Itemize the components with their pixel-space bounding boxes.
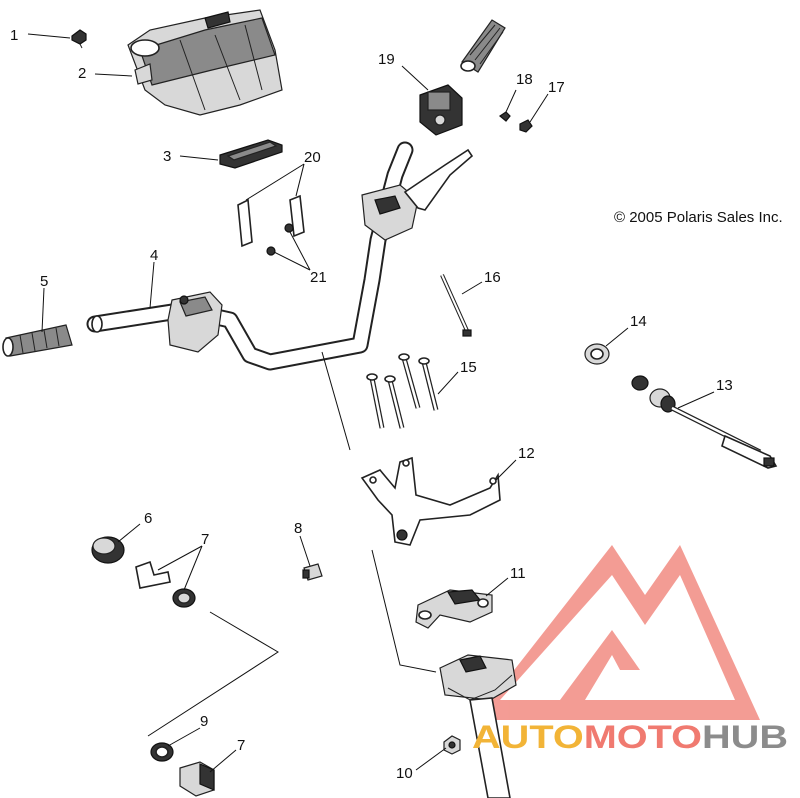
- part-steering-post: [439, 654, 517, 798]
- part-6-cap: [91, 536, 125, 564]
- callout-1: 1: [10, 27, 18, 44]
- part-8-bolt: [302, 563, 323, 581]
- watermark-word-auto: AUTO: [472, 719, 584, 755]
- watermark-word-moto: MOTO: [584, 719, 702, 755]
- part-7-lower-switch: [179, 761, 215, 797]
- callout-5: 5: [40, 273, 48, 290]
- watermark-logo: [475, 545, 760, 720]
- callout-9: 9: [200, 713, 208, 730]
- copyright-text: © 2005 Polaris Sales Inc.: [614, 209, 783, 226]
- callout-leaders: [27, 33, 715, 773]
- callout-8: 8: [294, 520, 302, 537]
- watermark-inner-shape: [560, 630, 640, 700]
- part-1-screw: [71, 29, 87, 49]
- part-2-pod-housing: [127, 9, 283, 116]
- part-16-long-bolt: [440, 274, 472, 337]
- part-14-nut: [584, 343, 610, 365]
- callout-11: 11: [510, 565, 526, 582]
- callout-20: 20: [304, 149, 321, 166]
- callout-18: 18: [516, 71, 533, 88]
- part-12-bracket: [360, 456, 501, 546]
- part-21-bolts: [266, 223, 294, 256]
- part-19-switch-housing: [419, 84, 463, 136]
- part-15-bolts: [366, 353, 439, 429]
- part-17-screw: [519, 119, 533, 133]
- part-9-washer: [150, 742, 174, 762]
- watermark-word-hub: HUB: [702, 719, 788, 755]
- part-brake-lever: [361, 148, 474, 241]
- part-throttle-grip: [460, 19, 506, 73]
- part-left-control: [167, 291, 223, 353]
- callout-labels: 1 2 3 4 5 6 7 7 8 9 10 11 12 13 14 15 16…: [10, 27, 733, 782]
- callout-4: 4: [150, 247, 158, 264]
- callout-17: 17: [548, 79, 565, 96]
- watermark-triangle-shape: [475, 545, 760, 720]
- part-13-cable: [631, 375, 778, 469]
- callout-15: 15: [460, 359, 477, 376]
- callout-12: 12: [518, 445, 535, 462]
- callout-2: 2: [78, 65, 86, 82]
- part-18-screw: [498, 111, 511, 122]
- callout-13: 13: [716, 377, 733, 394]
- callout-19: 19: [378, 51, 395, 68]
- part-10-nut: [443, 735, 461, 755]
- callout-10: 10: [396, 765, 413, 782]
- callout-3: 3: [163, 148, 171, 165]
- part-4-handlebar: [86, 141, 414, 371]
- callout-14: 14: [630, 313, 647, 330]
- callout-6: 6: [144, 510, 152, 527]
- callout-7-lower: 7: [237, 737, 245, 754]
- part-3-indicator-block: [219, 139, 283, 169]
- part-11-clamp: [415, 589, 493, 629]
- assembly-lines: [147, 351, 437, 737]
- callout-7-upper: 7: [201, 531, 209, 548]
- part-5-left-grip: [2, 324, 73, 357]
- callout-16: 16: [484, 269, 501, 286]
- callout-21: 21: [310, 269, 327, 286]
- part-20-brackets: [237, 194, 305, 248]
